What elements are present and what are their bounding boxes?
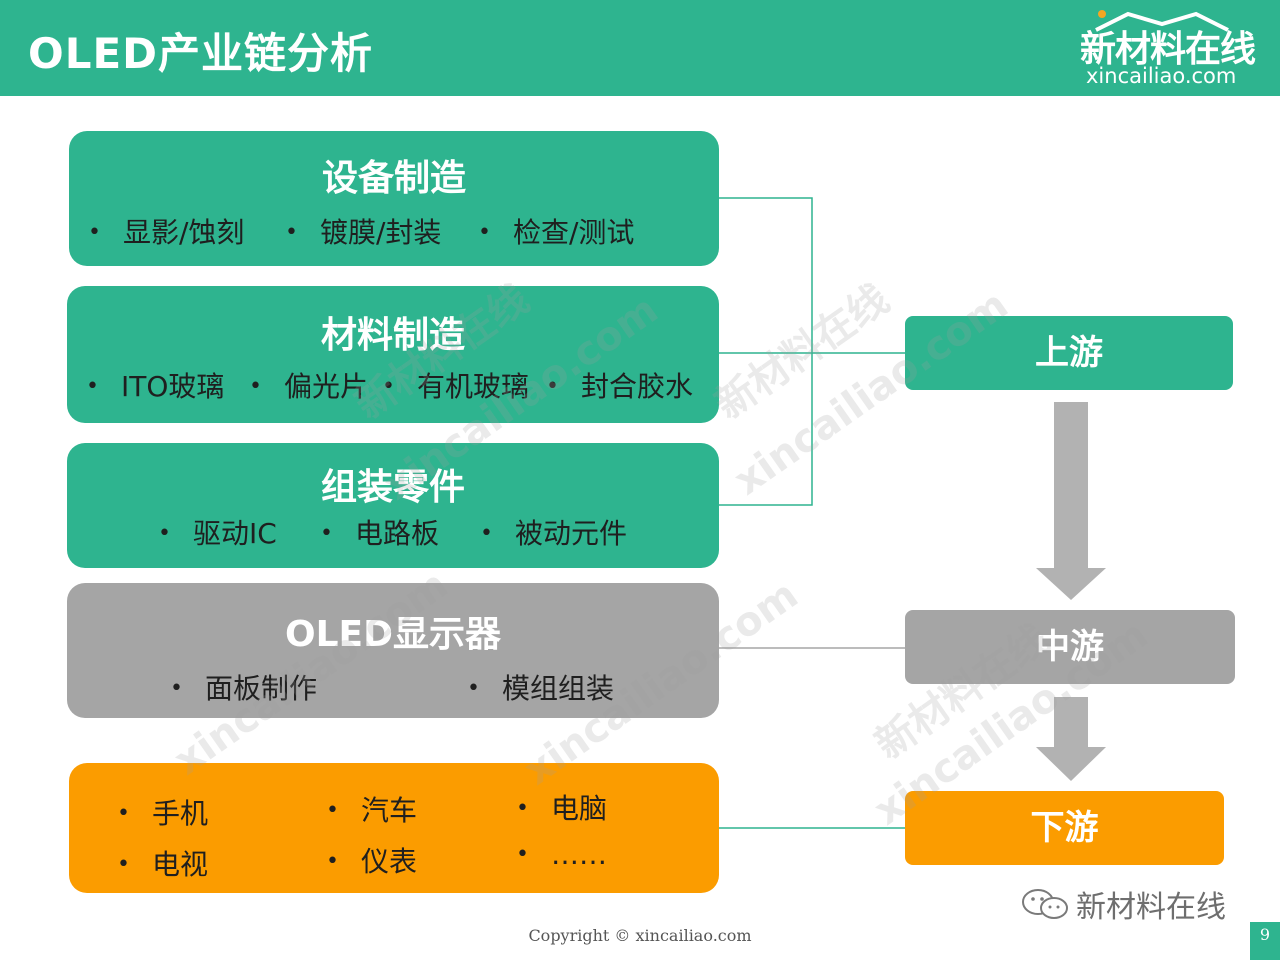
components-title: 组装零件	[320, 467, 465, 508]
midstream-stage: 中游	[905, 610, 1235, 684]
components-item: •驱动IC	[158, 517, 277, 550]
materials-item: •偏光片	[249, 370, 368, 403]
oled-item: •面板制作	[170, 672, 317, 705]
application-item: •汽车	[326, 794, 417, 827]
application-item: •手机	[117, 797, 208, 830]
equipment-item: •检查/测试	[478, 216, 635, 249]
applications-box	[69, 763, 719, 893]
materials-item: •有机玻璃	[382, 370, 529, 403]
materials-box: 材料制造	[67, 286, 719, 423]
copyright-text: Copyright © xincailiao.com	[528, 926, 752, 945]
materials-item: •封合胶水	[546, 370, 693, 403]
page-title: OLED产业链分析	[28, 29, 374, 78]
page-number: 9	[1250, 922, 1280, 960]
down-arrow-icon	[1036, 697, 1106, 781]
down-arrow-icon	[1036, 402, 1106, 600]
materials-item: •ITO玻璃	[86, 370, 225, 403]
upstream-stage: 上游	[905, 316, 1233, 390]
components-item: •电路板	[320, 517, 439, 550]
components-box: 组装零件	[67, 443, 719, 568]
application-item: •仪表	[326, 845, 417, 878]
equipment-box: 设备制造	[69, 131, 719, 266]
logo-roof-icon	[1095, 10, 1229, 32]
header-bar	[0, 0, 1280, 96]
downstream-stage: 下游	[905, 791, 1224, 865]
equipment-title: 设备制造	[321, 158, 466, 199]
logo-text-en: xincailiao.com	[1086, 64, 1237, 88]
application-item: •电脑	[516, 792, 607, 825]
materials-title: 材料制造	[320, 315, 465, 356]
oled-display-box: OLED显示器	[67, 583, 719, 718]
application-item: •电视	[117, 848, 208, 881]
oled-item: •模组组装	[467, 672, 614, 705]
components-item: •被动元件	[480, 517, 627, 550]
oled-display-title: OLED显示器	[284, 614, 502, 655]
equipment-item: •镀膜/封装	[285, 216, 442, 249]
equipment-item: •显影/蚀刻	[88, 216, 245, 249]
wechat-icon	[1022, 889, 1068, 919]
application-item: •……	[516, 838, 607, 871]
wechat-account-label: 新材料在线	[1076, 890, 1226, 925]
logo-text-cn: 新材料在线	[1080, 29, 1256, 70]
